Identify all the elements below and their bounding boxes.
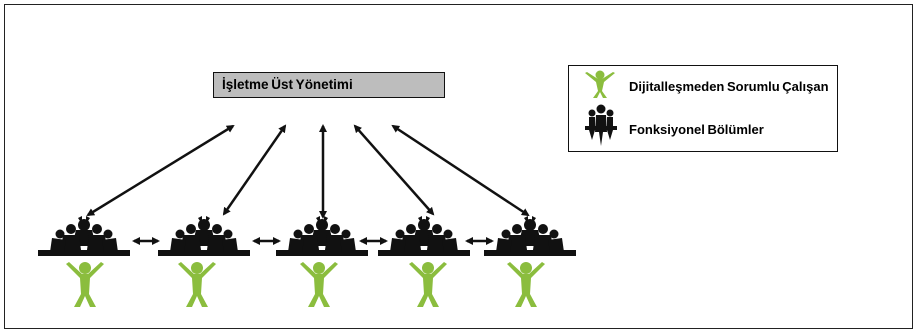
management-label: İşletme Üst Yönetimi — [222, 77, 356, 92]
legend: Dijitalleşmeden Sorumlu Çalışan Fonksiyo… — [568, 65, 838, 152]
people-group-icon — [484, 216, 576, 256]
legend-departments-label: Fonksiyonel Bölümler — [629, 122, 767, 137]
person-green-icon — [507, 262, 545, 307]
management-box: İşletme Üst Yönetimi — [213, 72, 445, 98]
legend-employee-label: Dijitalleşmeden Sorumlu Çalışan — [629, 79, 832, 94]
person-green-icon — [409, 262, 447, 307]
legend-person-green-icon — [585, 70, 615, 98]
people-group-icon — [276, 216, 368, 256]
legend-people-group-icon — [585, 104, 617, 146]
people-group-icon — [378, 216, 470, 256]
arrow-mgmt-dept-4 — [353, 124, 435, 216]
people-group-icon — [38, 216, 130, 256]
person-green-icon — [178, 262, 216, 307]
person-green-icon — [300, 262, 338, 307]
diagram-frame — [4, 4, 913, 329]
arrow-mgmt-dept-5 — [391, 124, 530, 217]
people-group-icon — [158, 216, 250, 256]
arrow-mgmt-dept-2 — [222, 124, 287, 216]
person-green-icon — [66, 262, 104, 307]
arrow-mgmt-dept-1 — [86, 124, 235, 217]
